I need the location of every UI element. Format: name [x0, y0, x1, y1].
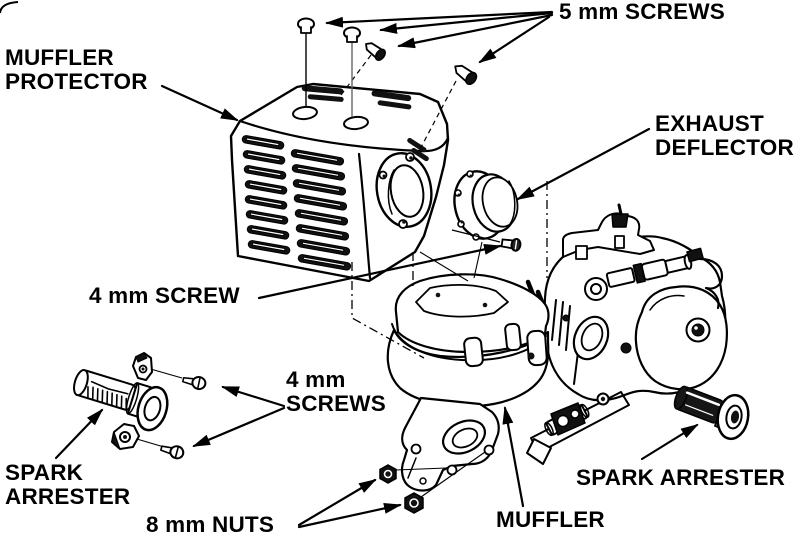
- four-mm-screw-drawing: [500, 237, 522, 252]
- spark-arrester-right-drawing: [673, 385, 750, 441]
- label-muffler-protector: MUFFLER PROTECTOR: [5, 45, 148, 94]
- five-mm-screw-2: [343, 26, 361, 43]
- four-mm-screw-a: [182, 376, 207, 391]
- five-mm-screw-1: [297, 17, 315, 34]
- eight-mm-nuts-drawing: [379, 464, 424, 514]
- spark-arrester-left-drawing: [73, 352, 169, 450]
- engine-drawing: [518, 203, 728, 465]
- callout-arrows: [54, 10, 699, 529]
- arrow-four-mm-screws-b: [192, 406, 286, 448]
- muffler-protector-drawing: [229, 82, 450, 283]
- arrow-eight-mm-nuts-b: [297, 503, 402, 529]
- exhaust-deflector-drawing: [453, 170, 519, 241]
- label-eight-mm-nuts: 8 mm NUTS: [146, 512, 275, 537]
- arrow-spark-arrester-right: [640, 423, 699, 461]
- eight-mm-nut-2: [404, 492, 424, 514]
- arrow-eight-mm-nuts-a: [297, 478, 377, 527]
- arrow-five-mm-b: [379, 11, 554, 34]
- label-four-mm-screw: 4 mm SCREW: [89, 283, 240, 308]
- arrow-exhaust-deflector: [516, 127, 651, 201]
- arrow-four-mm-screw: [257, 243, 502, 300]
- label-spark-arrester-right: SPARK ARRESTER: [576, 465, 786, 490]
- label-exhaust-deflector: EXHAUST DEFLECTOR: [655, 111, 794, 160]
- arrow-five-mm-a: [325, 10, 554, 28]
- label-four-mm-screws: 4 mm SCREWS: [286, 367, 386, 416]
- muffler-drawing: [386, 273, 550, 492]
- label-spark-arrester-left: SPARK ARRESTER: [5, 460, 131, 509]
- arrow-four-mm-screws-a: [221, 385, 286, 408]
- label-muffler: MUFFLER: [496, 507, 605, 532]
- four-mm-screw-b: [160, 445, 185, 460]
- four-mm-screws-left-drawing: [160, 376, 207, 460]
- five-mm-screw-4: [454, 64, 478, 86]
- arrow-five-mm-d: [478, 15, 551, 64]
- arrow-five-mm-c: [397, 13, 554, 49]
- label-five-mm-screws: 5 mm SCREWS: [559, 0, 725, 24]
- arrow-muffler-protector: [160, 84, 239, 122]
- figure-border-mark: [0, 1, 19, 14]
- eight-mm-nut-1: [379, 464, 397, 484]
- five-mm-screws-drawing: [297, 17, 478, 86]
- five-mm-screw-3: [365, 42, 386, 61]
- arrow-spark-arrester-left: [54, 408, 104, 460]
- arrow-muffler: [502, 406, 525, 508]
